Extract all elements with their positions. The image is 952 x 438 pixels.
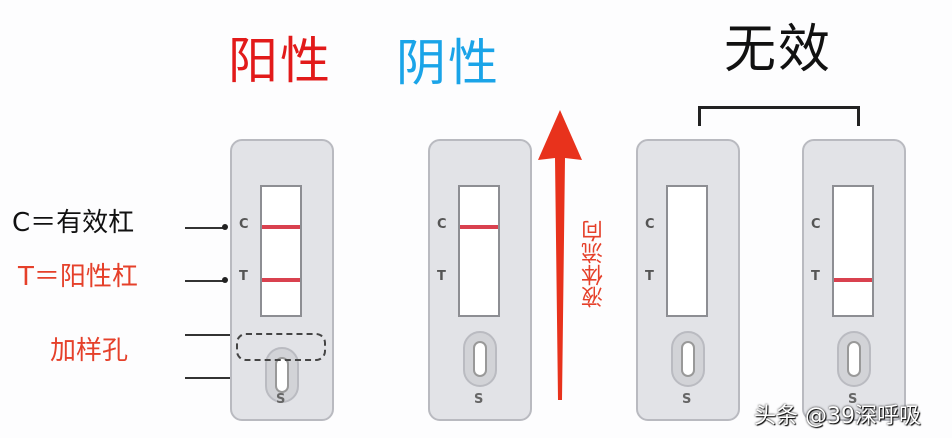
watermark: 头条 @39深呼吸 (754, 404, 921, 429)
c-pointer-dot (222, 224, 228, 230)
result-window (832, 185, 874, 317)
negative-title: 阴性 (396, 34, 500, 92)
c-mark: C (437, 217, 447, 232)
flow-arrow-icon (538, 110, 582, 400)
c-line (460, 225, 498, 229)
c-line (262, 225, 300, 229)
sample-well-legend: 加样孔 (50, 336, 129, 366)
t-mark: T (811, 269, 820, 284)
c-line-legend: C＝有效杠 (12, 208, 135, 238)
t-mark: T (437, 269, 446, 284)
sample-well (265, 347, 299, 403)
c-mark: C (645, 217, 655, 232)
sample-well (671, 331, 705, 387)
t-line-legend: T＝阳性杠 (18, 262, 138, 292)
result-window (666, 185, 708, 317)
invalid-cassette-t-only: C T S (802, 139, 906, 421)
s-mark: S (848, 392, 858, 407)
s-mark: S (682, 392, 692, 407)
sample-well-highlight (236, 333, 326, 361)
result-window (458, 185, 500, 317)
well-pointer-line-1 (185, 334, 253, 336)
positive-title: 阳性 (228, 32, 332, 90)
sample-well (463, 331, 497, 387)
c-mark: C (811, 217, 821, 232)
t-mark: T (239, 269, 248, 284)
s-mark: S (474, 392, 484, 407)
s-mark: S (276, 392, 286, 407)
t-pointer-line (185, 280, 225, 282)
invalid-bracket (698, 106, 860, 126)
c-mark: C (239, 217, 249, 232)
c-pointer-line (185, 227, 225, 229)
t-mark: T (645, 269, 654, 284)
t-pointer-dot (222, 277, 228, 283)
invalid-title: 无效 (724, 20, 833, 80)
flow-direction-label: 液体流向 (582, 220, 607, 308)
t-line (262, 278, 300, 282)
result-window (260, 185, 302, 317)
positive-cassette: C T S (230, 139, 334, 421)
t-line (834, 278, 872, 282)
invalid-cassette-no-lines: C T S (636, 139, 740, 421)
negative-cassette: C T S (428, 139, 532, 421)
sample-well (837, 331, 871, 387)
